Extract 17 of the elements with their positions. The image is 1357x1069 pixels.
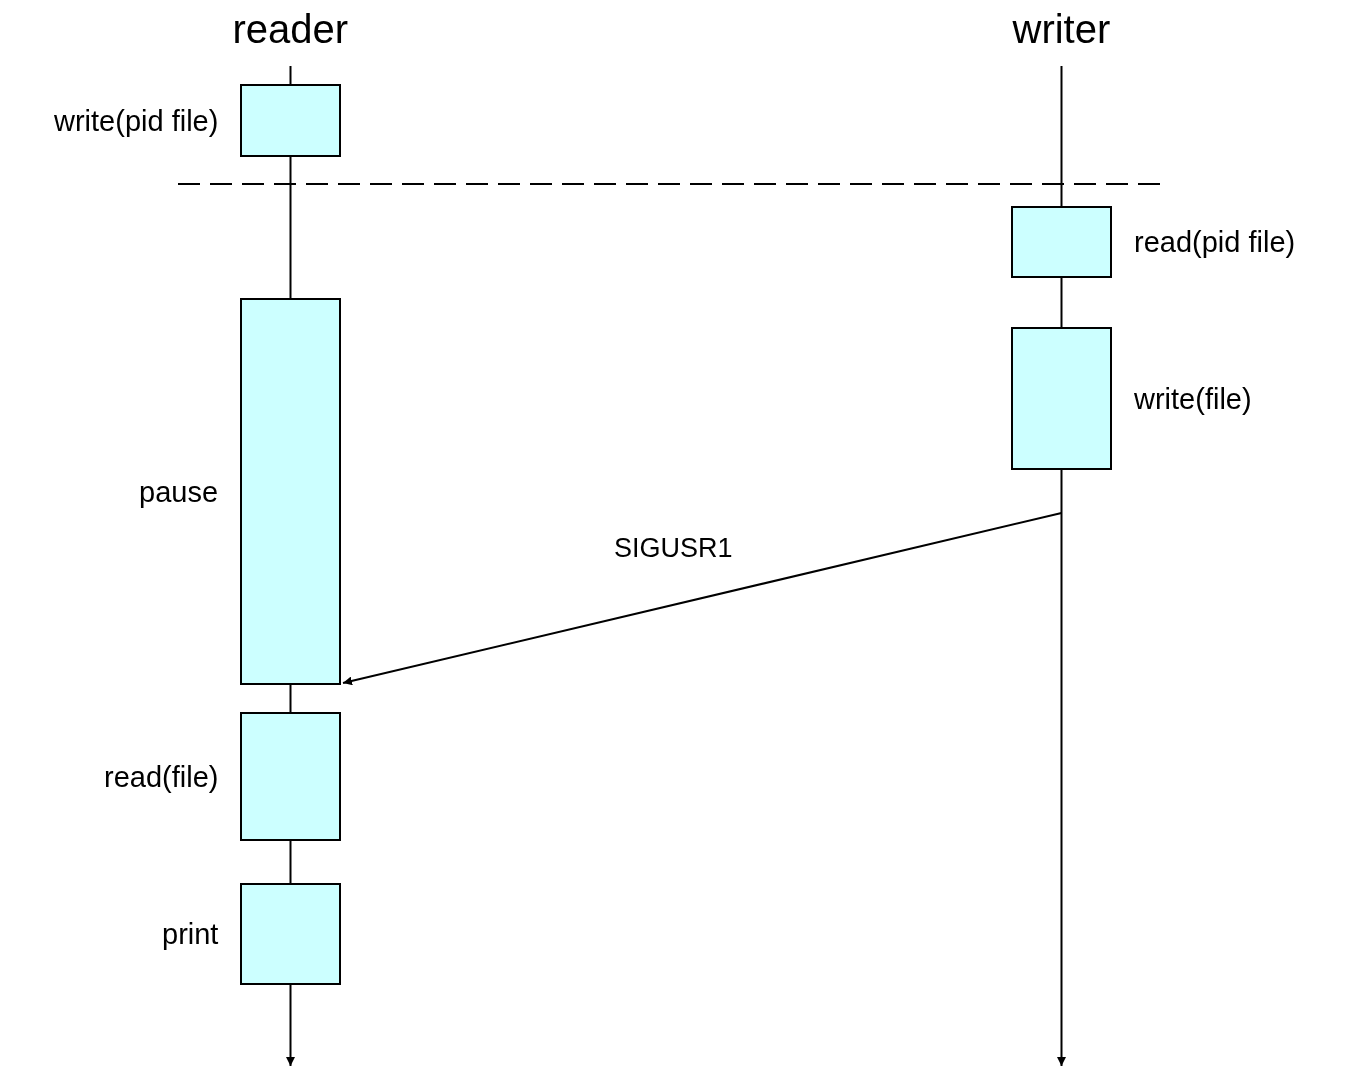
lifeline-segment (289, 156, 292, 299)
lifeline-arrow (1057, 469, 1066, 1067)
signal-arrow (342, 512, 1063, 686)
lifeline-segment (1060, 65, 1063, 207)
lifeline-title: reader (232, 6, 349, 52)
lifeline-arrow (286, 984, 295, 1067)
activation-label: write(pid file) (54, 103, 219, 138)
activation-label: write(file) (1134, 381, 1252, 416)
activation-label: pause (139, 474, 218, 509)
lifeline-segment (1060, 277, 1063, 328)
activation-label: print (162, 917, 219, 951)
lifeline-title: writer (1012, 6, 1111, 52)
lifeline-segment (289, 65, 292, 85)
activation-label: read(file) (104, 759, 219, 794)
lifeline-segment (289, 840, 292, 884)
activation-label: read(pid file) (1134, 225, 1296, 259)
lifeline-segment (289, 684, 292, 713)
